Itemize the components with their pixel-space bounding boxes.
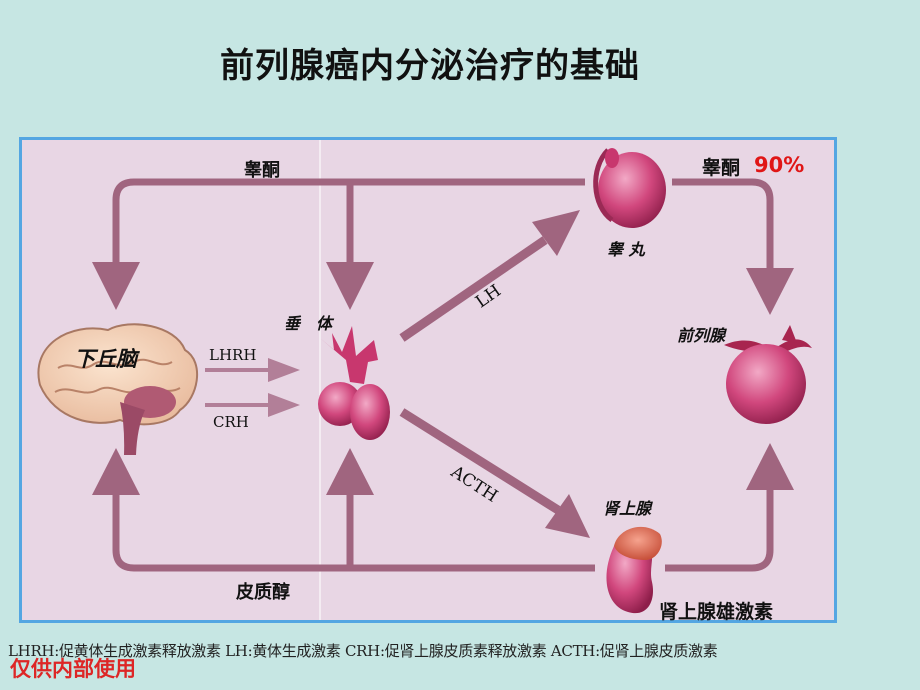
arrowhead-pituitary-up [326,448,374,495]
adrenal-androgen-label: 肾上腺雄激素 [659,601,774,623]
arrowhead-pituitary-down [326,262,374,310]
lh-arrow [399,210,580,342]
cortisol-label: 皮质醇 [236,582,290,603]
testosterone-feedback-arrow [112,178,585,262]
prostate-label: 前列腺 [677,326,726,345]
slide-title: 前列腺癌内分泌治疗的基础 [220,46,640,86]
hypothalamus-label: 下丘脑 [74,347,137,371]
internal-use-watermark: 仅供内部使用 [10,657,136,681]
arrowhead-hypothalamus-down [92,262,140,310]
adrenal-kidney-icon [606,526,662,614]
testosterone-percentage: 90% [754,153,805,177]
arrowhead-prostate-down [746,268,794,315]
brain-icon [37,323,199,455]
arrowhead-hypothalamus-up [92,448,140,495]
testosterone-to-prostate-arrow [672,178,774,268]
abbreviation-footnote: LHRH:促黄体生成激素释放激素 LH:黄体生成激素 CRH:促肾上腺皮质素释放… [8,642,718,660]
lhrh-arrow [205,358,300,382]
arrowhead-prostate-up [746,443,794,490]
androgen-to-prostate-arrow [665,490,774,572]
crh-label: CRH [213,413,249,431]
testis-label: 睾 丸 [607,240,645,259]
pituitary-icon [318,326,390,440]
pituitary-label: 垂 体 [284,314,333,333]
acth-arrow [399,408,590,538]
lhrh-label: LHRH [209,346,257,364]
prostate-icon [724,325,812,424]
adrenal-label: 肾上腺 [603,499,652,518]
testosterone-label-top: 睾酮 [244,160,280,181]
testosterone-label-right: 睾酮 [702,157,741,179]
testis-icon [593,148,666,228]
crh-arrow [205,393,300,417]
cortisol-feedback-arrow [112,495,595,572]
